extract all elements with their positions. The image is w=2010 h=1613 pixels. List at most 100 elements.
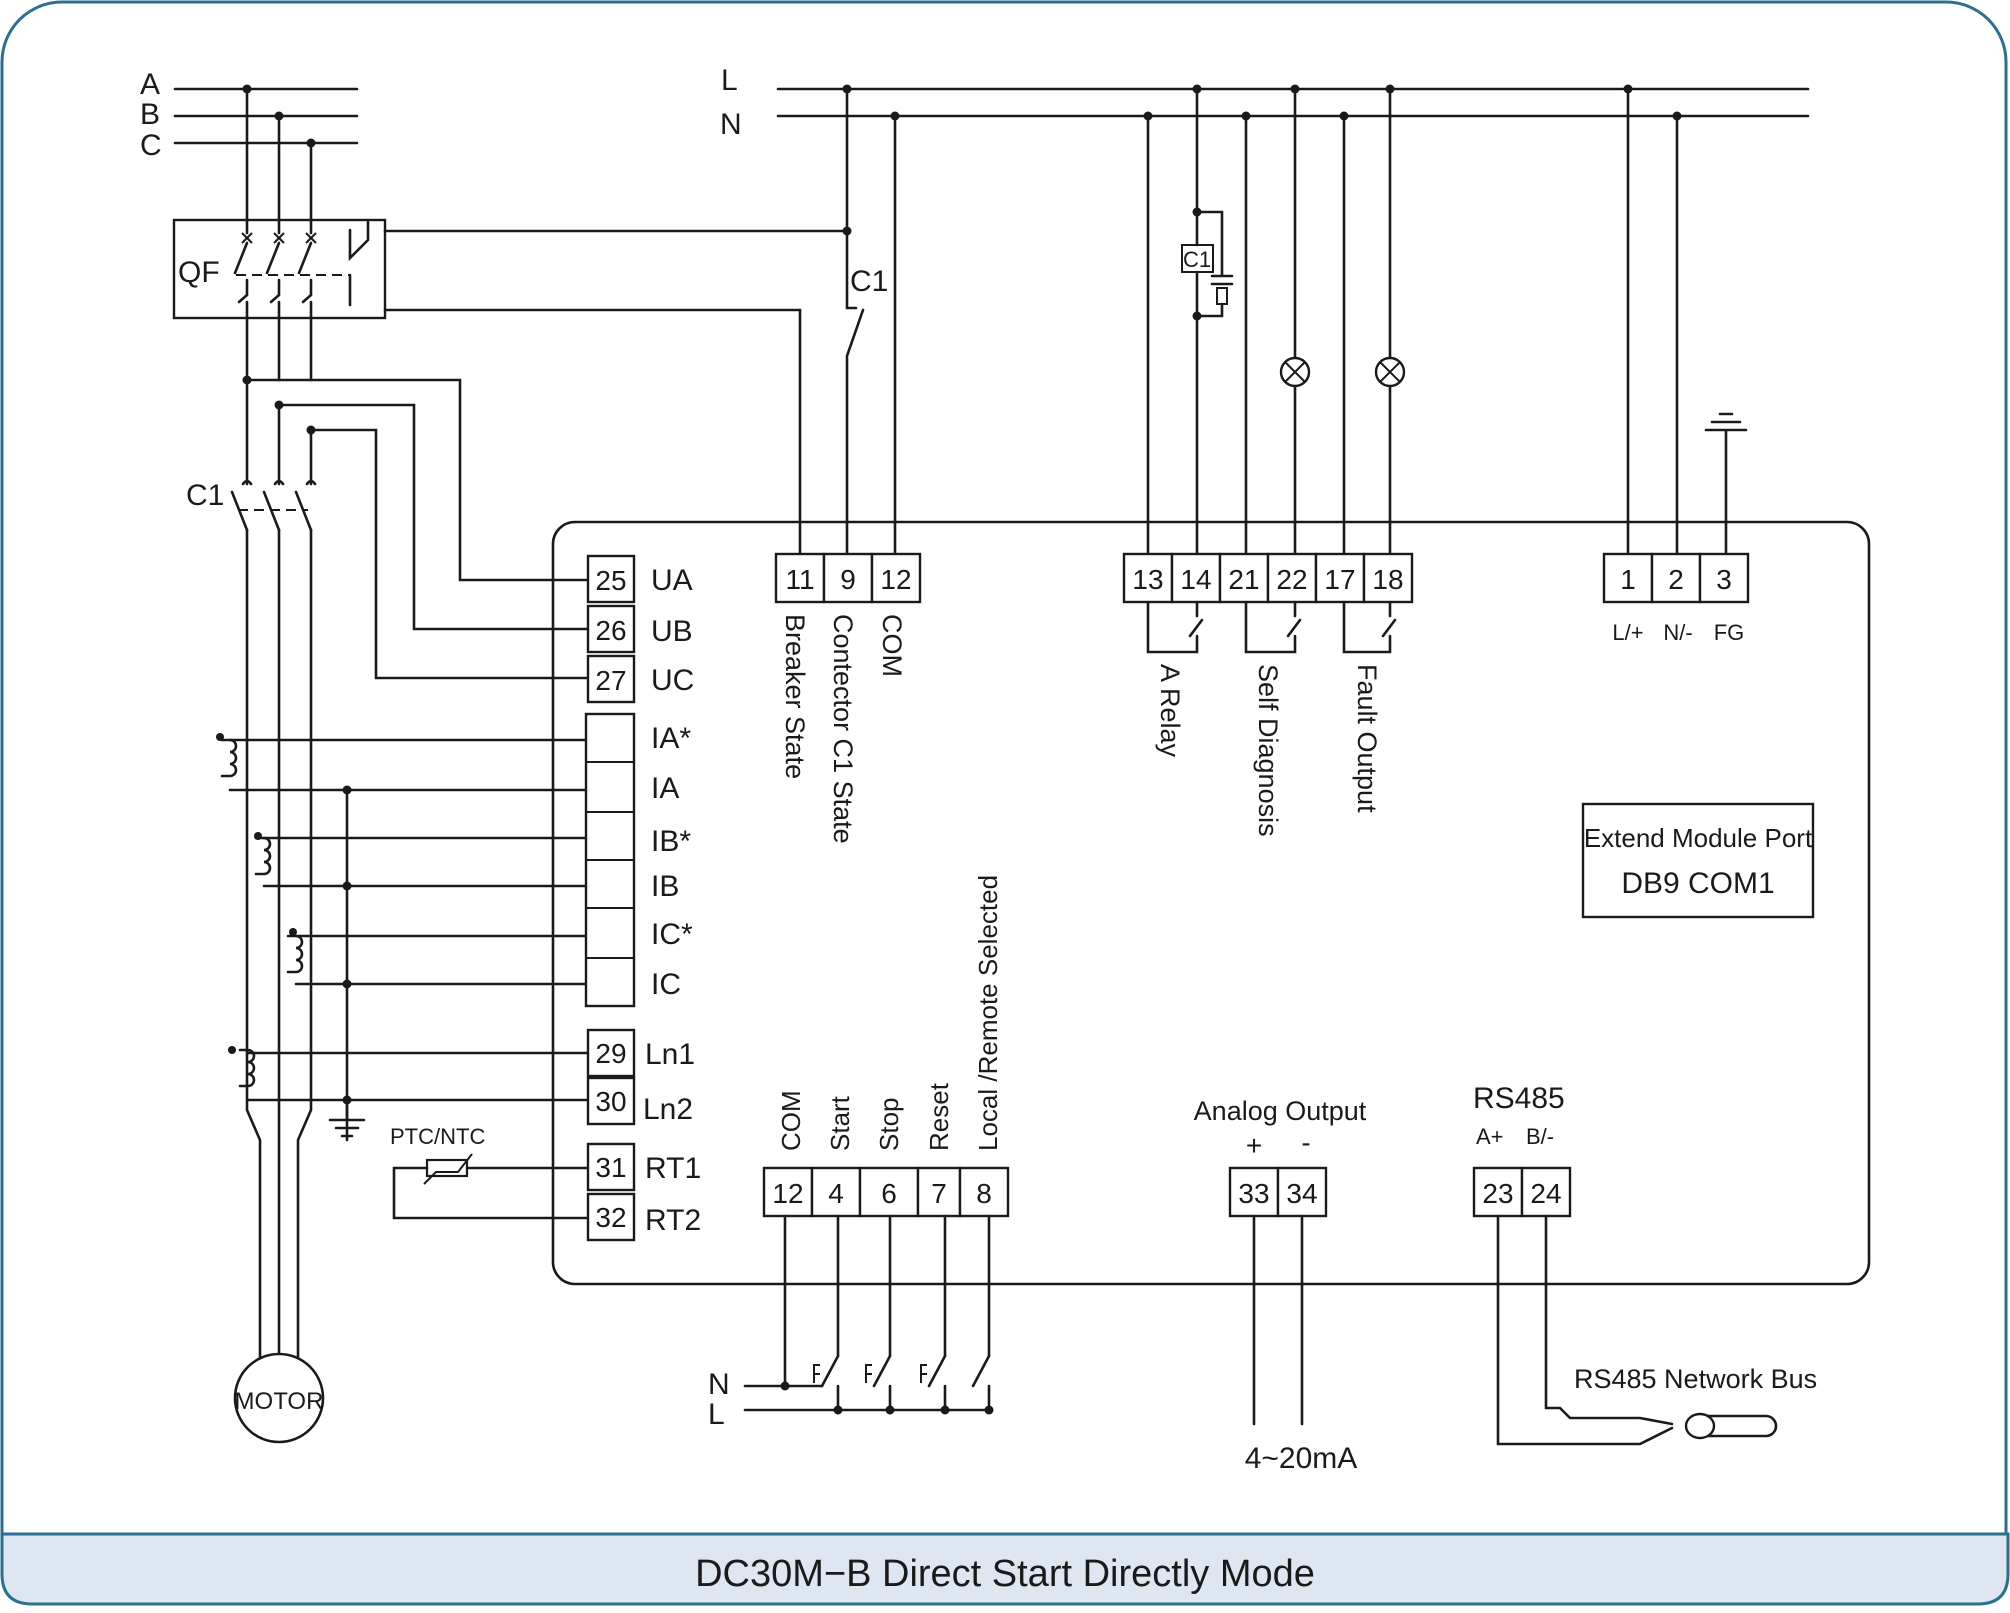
label-ln2: Ln2 <box>643 1093 693 1126</box>
terminal-23: 23 <box>1482 1178 1513 1209</box>
analog-minus: - <box>1301 1127 1310 1158</box>
terminal-17: 17 <box>1324 564 1355 595</box>
terminal-25: 25 <box>595 565 626 596</box>
analog-range: 4~20mA <box>1245 1442 1358 1475</box>
footer-band <box>0 1532 2010 1606</box>
contactor-c1-main: C1 <box>186 378 317 1385</box>
terminal-7: 7 <box>931 1178 947 1209</box>
rs485-port: RS485 A+ B/- 23 24 RS485 Network Bus <box>1472 1082 1817 1446</box>
label-start: Start <box>825 1095 855 1151</box>
rs485-a-label: A+ <box>1476 1124 1504 1149</box>
state-terminal-block: 11 9 12 Breaker State Contector C1 State… <box>774 552 922 844</box>
terminal-21: 21 <box>1228 564 1259 595</box>
label-ib: IB <box>651 870 679 903</box>
label-ib-star: IB* <box>651 825 691 858</box>
label-l-plus: L/+ <box>1612 620 1643 645</box>
analog-output-title: Analog Output <box>1194 1096 1367 1126</box>
label-contactor-state: Contector C1 State <box>828 614 858 844</box>
phase-b-label: B <box>140 98 160 131</box>
label-rt1: RT1 <box>645 1152 701 1185</box>
label-ic: IC <box>651 968 681 1001</box>
terminal-6: 6 <box>881 1178 897 1209</box>
label-fg: FG <box>1714 620 1745 645</box>
label-n-minus: N/- <box>1663 620 1692 645</box>
supply-l-label: L <box>721 64 738 97</box>
terminal-13: 13 <box>1132 564 1163 595</box>
footer-title: DC30M−B Direct Start Directly Mode <box>695 1553 1315 1595</box>
rs485-bus-label: RS485 Network Bus <box>1574 1364 1817 1394</box>
terminal-12-input: 12 <box>772 1178 803 1209</box>
analog-output: Analog Output + - 33 34 4~20mA <box>1194 1096 1367 1475</box>
terminal-33: 33 <box>1238 1178 1269 1209</box>
terminal-30: 30 <box>595 1086 626 1117</box>
relay-wiring: C1 <box>1146 87 1406 564</box>
terminal-8: 8 <box>976 1178 992 1209</box>
terminal-3: 3 <box>1716 564 1732 595</box>
terminal-31: 31 <box>595 1152 626 1183</box>
terminal-32: 32 <box>595 1202 626 1233</box>
terminal-11: 11 <box>785 564 814 595</box>
label-uc: UC <box>651 664 694 697</box>
motor: MOTOR <box>233 1352 325 1444</box>
label-ln1: Ln1 <box>645 1038 695 1071</box>
extend-module-port: Extend Module Port DB9 COM1 <box>1581 802 1815 919</box>
controller-body <box>551 520 1871 1286</box>
label-self-diagnosis: Self Diagnosis <box>1253 664 1283 837</box>
input-terminal-block: COM Start Stop Reset Local /Remote Selec… <box>708 875 1010 1431</box>
terminal-9: 9 <box>840 564 856 595</box>
terminal-14: 14 <box>1180 564 1211 595</box>
analog-plus: + <box>1246 1130 1262 1161</box>
coil-label: C1 <box>1183 247 1211 272</box>
extend-port-name: DB9 COM1 <box>1621 867 1774 900</box>
label-local-remote: Local /Remote Selected <box>973 875 1003 1151</box>
current-transformers <box>216 733 592 1142</box>
contactor-main-label: C1 <box>186 479 224 512</box>
left-terminal-block: 25 26 27 UA UB UC IA* IA IB* IB IC* IC 2… <box>584 554 701 1242</box>
label-ub: UB <box>651 615 693 648</box>
label-input-com: COM <box>776 1090 806 1151</box>
supply-n-label: N <box>720 108 742 141</box>
terminal-12-com: 12 <box>880 564 911 595</box>
label-a-relay: A Relay <box>1155 664 1185 758</box>
terminal-18: 18 <box>1372 564 1403 595</box>
label-ic-star: IC* <box>651 918 693 951</box>
rs485-b-label: B/- <box>1526 1124 1554 1149</box>
terminal-1: 1 <box>1620 564 1636 595</box>
terminal-2: 2 <box>1668 564 1684 595</box>
label-rt2: RT2 <box>645 1204 701 1237</box>
rs485-title: RS485 <box>1473 1082 1565 1115</box>
terminal-29: 29 <box>595 1038 626 1069</box>
label-reset: Reset <box>924 1082 954 1151</box>
leakage-ct <box>228 1046 592 1102</box>
terminal-26: 26 <box>595 615 626 646</box>
label-fault-output: Fault Output <box>1352 664 1382 813</box>
label-ia-star: IA* <box>651 722 691 755</box>
input-supply-n: N <box>708 1368 730 1401</box>
terminal-27: 27 <box>595 665 626 696</box>
terminal-22: 22 <box>1276 564 1307 595</box>
label-stop: Stop <box>874 1098 904 1152</box>
label-breaker-state: Breaker State <box>780 614 810 779</box>
ptc-ntc-sensor: PTC/NTC <box>390 1124 592 1220</box>
label-ua: UA <box>651 564 693 597</box>
contactor-aux-label: C1 <box>850 265 888 298</box>
sensor-label: PTC/NTC <box>390 1124 485 1149</box>
phase-c-label: C <box>140 129 162 162</box>
three-phase-supply: A B C <box>140 68 359 235</box>
label-ia: IA <box>651 772 679 805</box>
breaker-qf: QF <box>172 218 849 382</box>
state-wiring: C1 <box>798 87 897 564</box>
input-supply-l: L <box>708 1398 725 1431</box>
motor-label: MOTOR <box>235 1388 324 1415</box>
phase-a-label: A <box>140 68 160 101</box>
power-terminal-block: 1 2 3 L/+ N/- FG <box>1602 87 1750 645</box>
terminal-34: 34 <box>1286 1178 1317 1209</box>
terminal-24: 24 <box>1530 1178 1561 1209</box>
breaker-label: QF <box>178 256 220 289</box>
terminal-4: 4 <box>828 1178 844 1209</box>
label-com: COM <box>877 614 907 677</box>
relay-terminal-block: 13 14 21 22 17 18 A Relay Self Diagnosis… <box>1122 552 1414 837</box>
extend-port-title: Extend Module Port <box>1584 823 1813 853</box>
